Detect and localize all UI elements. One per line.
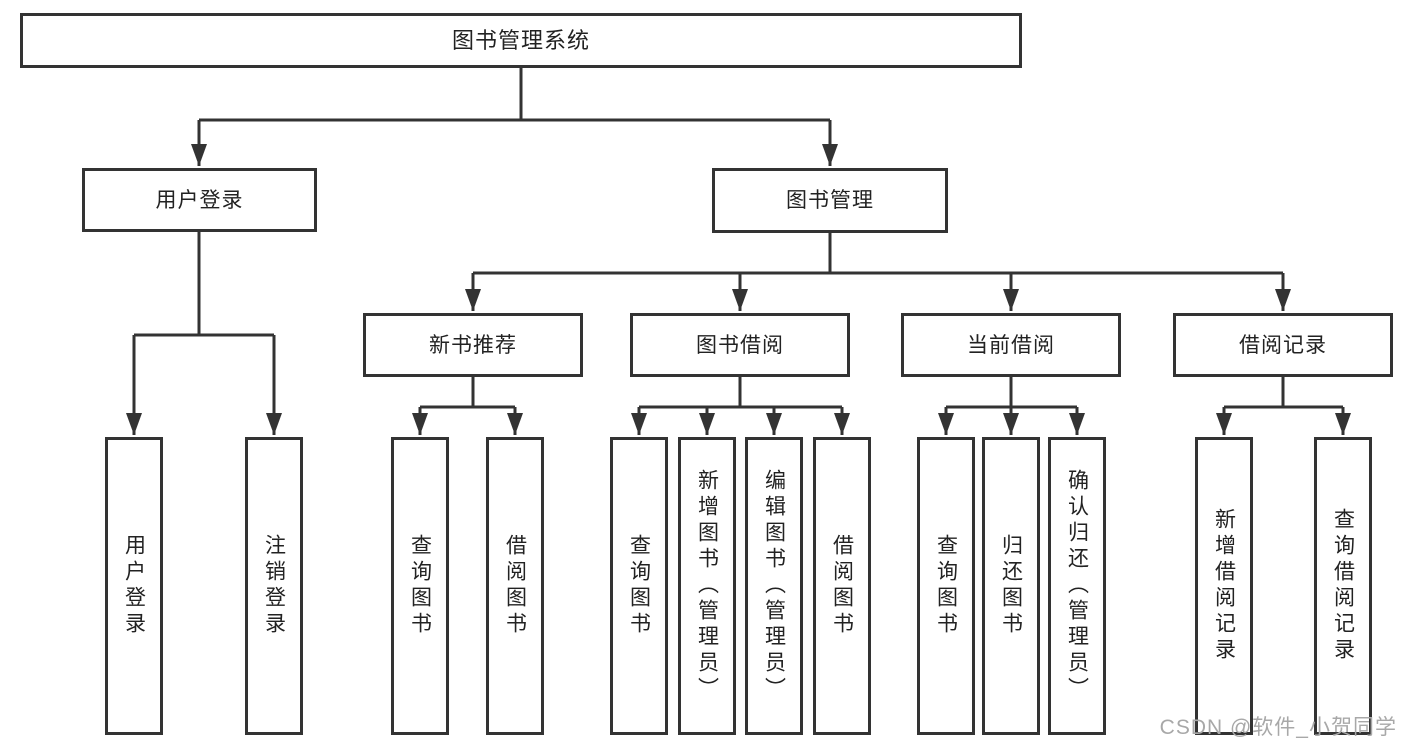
leaf-logout-label: 注销登录 [262, 534, 286, 638]
leaf-query-borrow-record-label: 查询借阅记录 [1331, 508, 1355, 664]
leaf-borrow-books: 借阅图书 [813, 437, 871, 735]
node-book-borrow: 图书借阅 [630, 313, 850, 377]
leaf-borrow-books-label: 借阅图书 [830, 534, 854, 638]
node-root-label: 图书管理系统 [451, 27, 590, 53]
node-borrow-records-label: 借阅记录 [1239, 333, 1327, 357]
node-new-book-recommend: 新书推荐 [363, 313, 583, 377]
leaf-confirm-return-admin-label: 确认归还（管理员） [1065, 469, 1089, 703]
leaf-add-book-admin: 新增图书（管理员） [678, 437, 736, 735]
leaf-user-login-label: 用户登录 [122, 534, 146, 638]
node-user-login: 用户登录 [82, 168, 317, 232]
csdn-watermark: CSDN @软件_小贺同学 [1159, 716, 1397, 739]
leaf-confirm-return-admin: 确认归还（管理员） [1048, 437, 1106, 735]
node-root-system: 图书管理系统 [20, 13, 1022, 68]
leaf-query-books-borrow-label: 查询图书 [627, 534, 651, 638]
node-book-management-label: 图书管理 [786, 189, 874, 212]
node-book-management: 图书管理 [712, 168, 948, 233]
leaf-add-borrow-record-label: 新增借阅记录 [1212, 508, 1236, 664]
leaf-edit-book-admin: 编辑图书（管理员） [745, 437, 803, 735]
leaf-query-books-recommend-label: 查询图书 [408, 534, 432, 638]
leaf-return-book-label: 归还图书 [999, 534, 1023, 638]
leaf-edit-book-admin-label: 编辑图书（管理员） [762, 469, 786, 703]
node-current-borrow: 当前借阅 [901, 313, 1121, 377]
leaf-query-books-recommend: 查询图书 [391, 437, 449, 735]
leaf-add-borrow-record: 新增借阅记录 [1195, 437, 1253, 735]
leaf-borrow-books-recommend: 借阅图书 [486, 437, 544, 735]
leaf-return-book: 归还图书 [982, 437, 1040, 735]
leaf-borrow-books-recommend-label: 借阅图书 [503, 534, 527, 638]
node-current-borrow-label: 当前借阅 [967, 333, 1055, 357]
leaf-user-login: 用户登录 [105, 437, 163, 735]
leaf-query-borrow-record: 查询借阅记录 [1314, 437, 1372, 735]
leaf-add-book-admin-label: 新增图书（管理员） [695, 469, 719, 703]
node-borrow-records: 借阅记录 [1173, 313, 1393, 377]
leaf-logout: 注销登录 [245, 437, 303, 735]
node-book-borrow-label: 图书借阅 [696, 333, 784, 357]
leaf-query-books-current-label: 查询图书 [934, 534, 958, 638]
leaf-query-books-borrow: 查询图书 [610, 437, 668, 735]
node-user-login-label: 用户登录 [155, 188, 244, 212]
node-new-book-recommend-label: 新书推荐 [429, 333, 517, 357]
leaf-query-books-current: 查询图书 [917, 437, 975, 735]
